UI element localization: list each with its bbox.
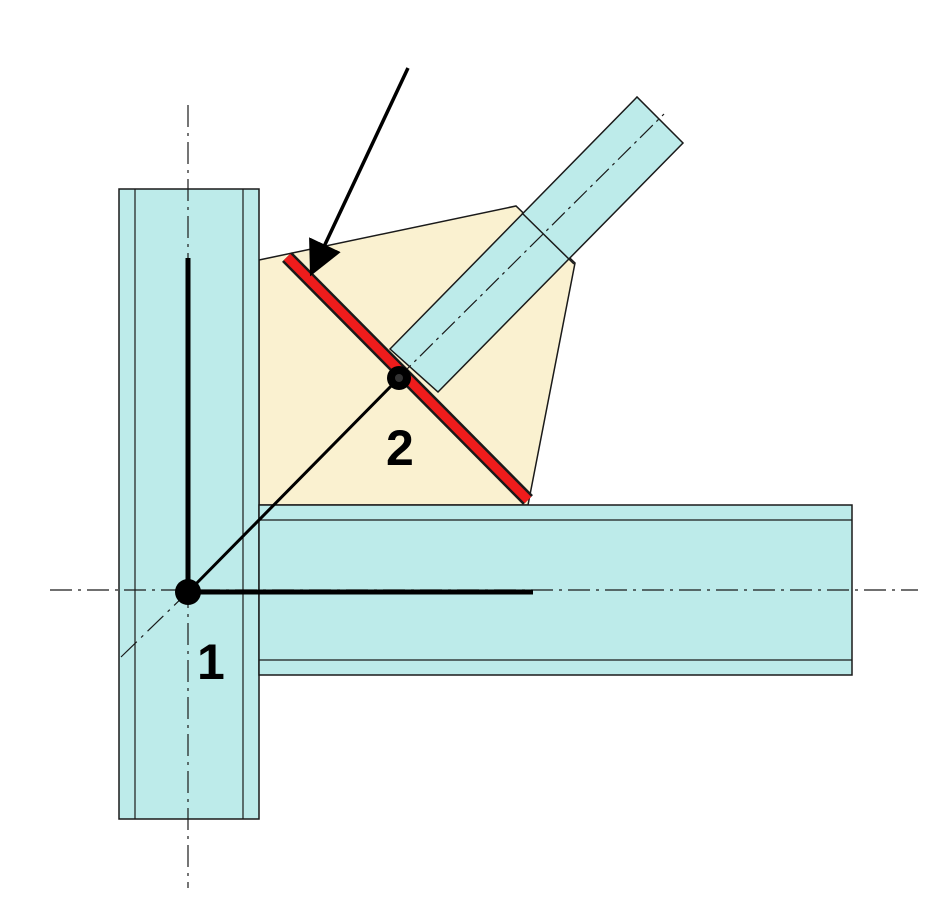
extended-diagonal-centerline (120, 591, 189, 658)
node-2-label: 2 (386, 420, 414, 476)
node-1-point (175, 579, 201, 605)
diagonal-work-line (186, 376, 401, 594)
work-lines (185, 258, 533, 595)
node-1-label: 1 (197, 634, 225, 690)
diagonal-brace (388, 95, 685, 394)
pointer-arrow (309, 67, 410, 277)
